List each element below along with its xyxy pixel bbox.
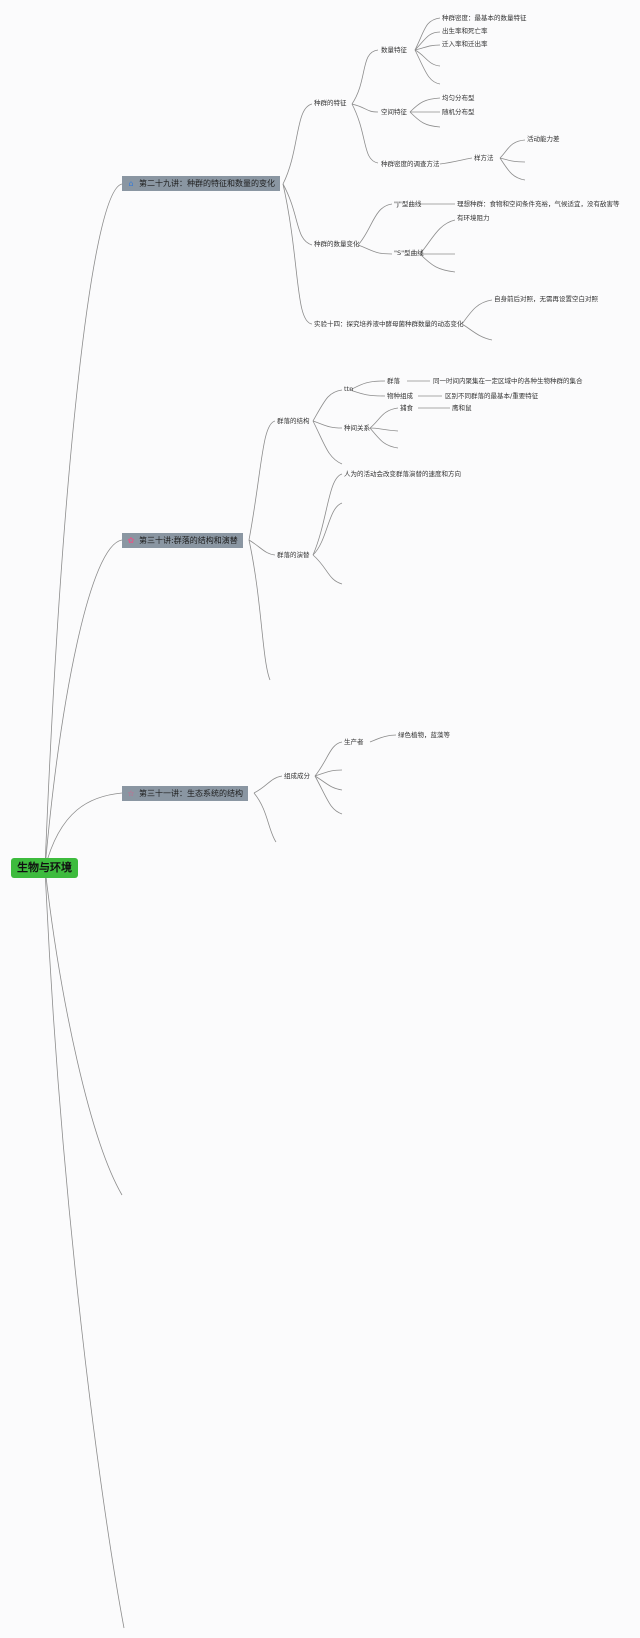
topic-predation-example[interactable]: 鹰和鼠 <box>452 404 472 412</box>
lecture-29-node[interactable]: ⌂ 第二十九讲：种群的特征和数量的变化 <box>122 176 280 191</box>
topic-s-desc[interactable]: 有环境阻力 <box>457 214 490 222</box>
lecture-31-label: 第三十一讲：生态系统的结构 <box>139 789 243 798</box>
root-node[interactable]: 生物与环境 <box>11 858 78 878</box>
topic-spatial[interactable]: 空间特征 <box>381 108 407 116</box>
topic-quantity-change[interactable]: 种群的数量变化 <box>314 240 360 248</box>
topic-birth-death[interactable]: 出生率和死亡率 <box>442 27 488 35</box>
star-icon: ☆ <box>127 789 135 798</box>
topic-human-impact[interactable]: 人为的活动会改变群落演替的速度和方向 <box>344 470 461 478</box>
topic-species-desc[interactable]: 区别不同群落的最基本/重要特征 <box>445 392 539 400</box>
topic-density[interactable]: 种群密度：最基本的数量特征 <box>442 14 527 22</box>
topic-j-desc[interactable]: 理想种群：食物和空间条件充裕，气候适宜，没有敌害等 <box>457 200 620 208</box>
topic-structure[interactable]: 群落的结构 <box>277 417 310 425</box>
lecture-30-label: 第三十讲:群落的结构和演替 <box>139 536 238 545</box>
topic-random[interactable]: 随机分布型 <box>442 108 475 116</box>
topic-s-curve[interactable]: "S"型曲线 <box>394 249 424 257</box>
lecture-30-node[interactable]: ✿ 第三十讲:群落的结构和演替 <box>122 533 243 548</box>
topic-community[interactable]: 群落 <box>387 377 400 385</box>
topic-sampling[interactable]: 样方法 <box>474 154 494 162</box>
topic-quantity-features[interactable]: 数量特征 <box>381 46 407 54</box>
topic-relations[interactable]: 种间关系 <box>344 424 370 432</box>
topic-community-desc[interactable]: 同一时间内聚集在一定区域中的各种生物种群的集合 <box>433 377 583 385</box>
house-icon: ⌂ <box>128 179 134 188</box>
topic-predation[interactable]: 捕食 <box>400 404 413 412</box>
topic-producer-desc[interactable]: 绿色植物，蓝藻等 <box>398 731 450 739</box>
topic-survey[interactable]: 种群密度的调查方法 <box>381 160 440 168</box>
flower-icon: ✿ <box>127 536 135 545</box>
topic-succession[interactable]: 群落的演替 <box>277 551 310 559</box>
topic-exp-desc[interactable]: 自身前后对照，无需再设置空白对照 <box>494 295 598 303</box>
topic-species[interactable]: 物种组成 <box>387 392 413 400</box>
lecture-31-node[interactable]: ☆ 第三十一讲：生态系统的结构 <box>122 786 248 801</box>
topic-definition[interactable]: ttn <box>344 385 354 393</box>
topic-j-curve[interactable]: "J"型曲线 <box>394 200 422 208</box>
topic-migration[interactable]: 迁入率和迁出率 <box>442 40 488 48</box>
lecture-29-label: 第二十九讲：种群的特征和数量的变化 <box>139 179 275 188</box>
topic-mobility[interactable]: 活动能力差 <box>527 135 560 143</box>
topic-uniform[interactable]: 均匀分布型 <box>442 94 475 102</box>
topic-composition[interactable]: 组成成分 <box>284 772 310 780</box>
topic-producer[interactable]: 生产者 <box>344 738 364 746</box>
topic-experiment[interactable]: 实验十四：探究培养液中酵母菌种群数量的动态变化 <box>314 320 464 328</box>
topic-population-features[interactable]: 种群的特征 <box>314 99 347 107</box>
